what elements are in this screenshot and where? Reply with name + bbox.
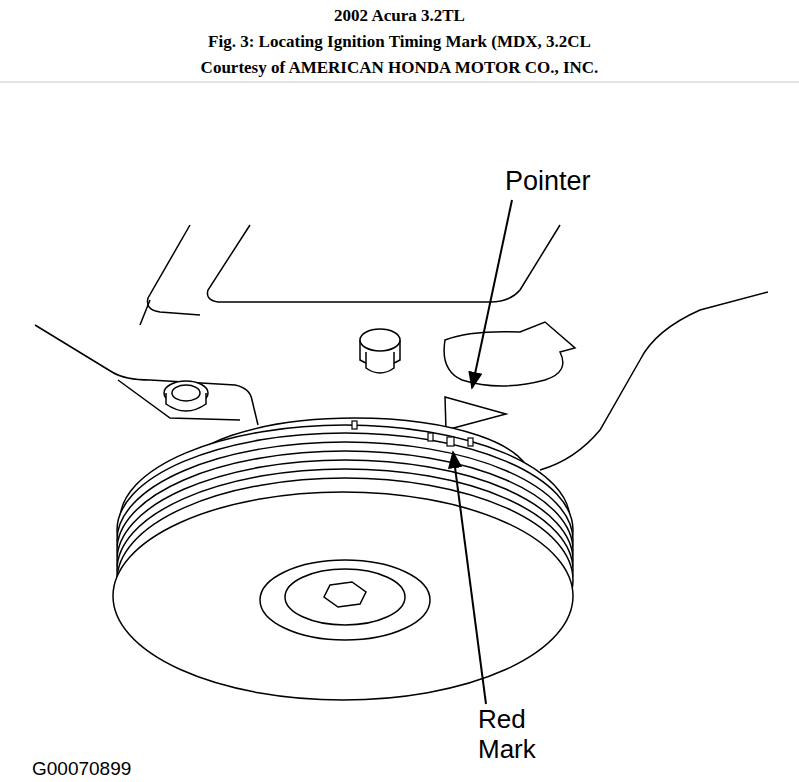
figure-code: G00070899 <box>32 758 232 780</box>
courtesy-line: Courtesy of AMERICAN HONDA MOTOR CO., IN… <box>0 58 799 78</box>
part-label: Pointer <box>505 166 645 197</box>
page-title: 2002 Acura 3.2TL <box>0 6 799 26</box>
figure-heading: Fig. 3: Locating Ignition Timing Mark (M… <box>0 32 799 52</box>
part-label: Red Mark <box>478 704 558 764</box>
